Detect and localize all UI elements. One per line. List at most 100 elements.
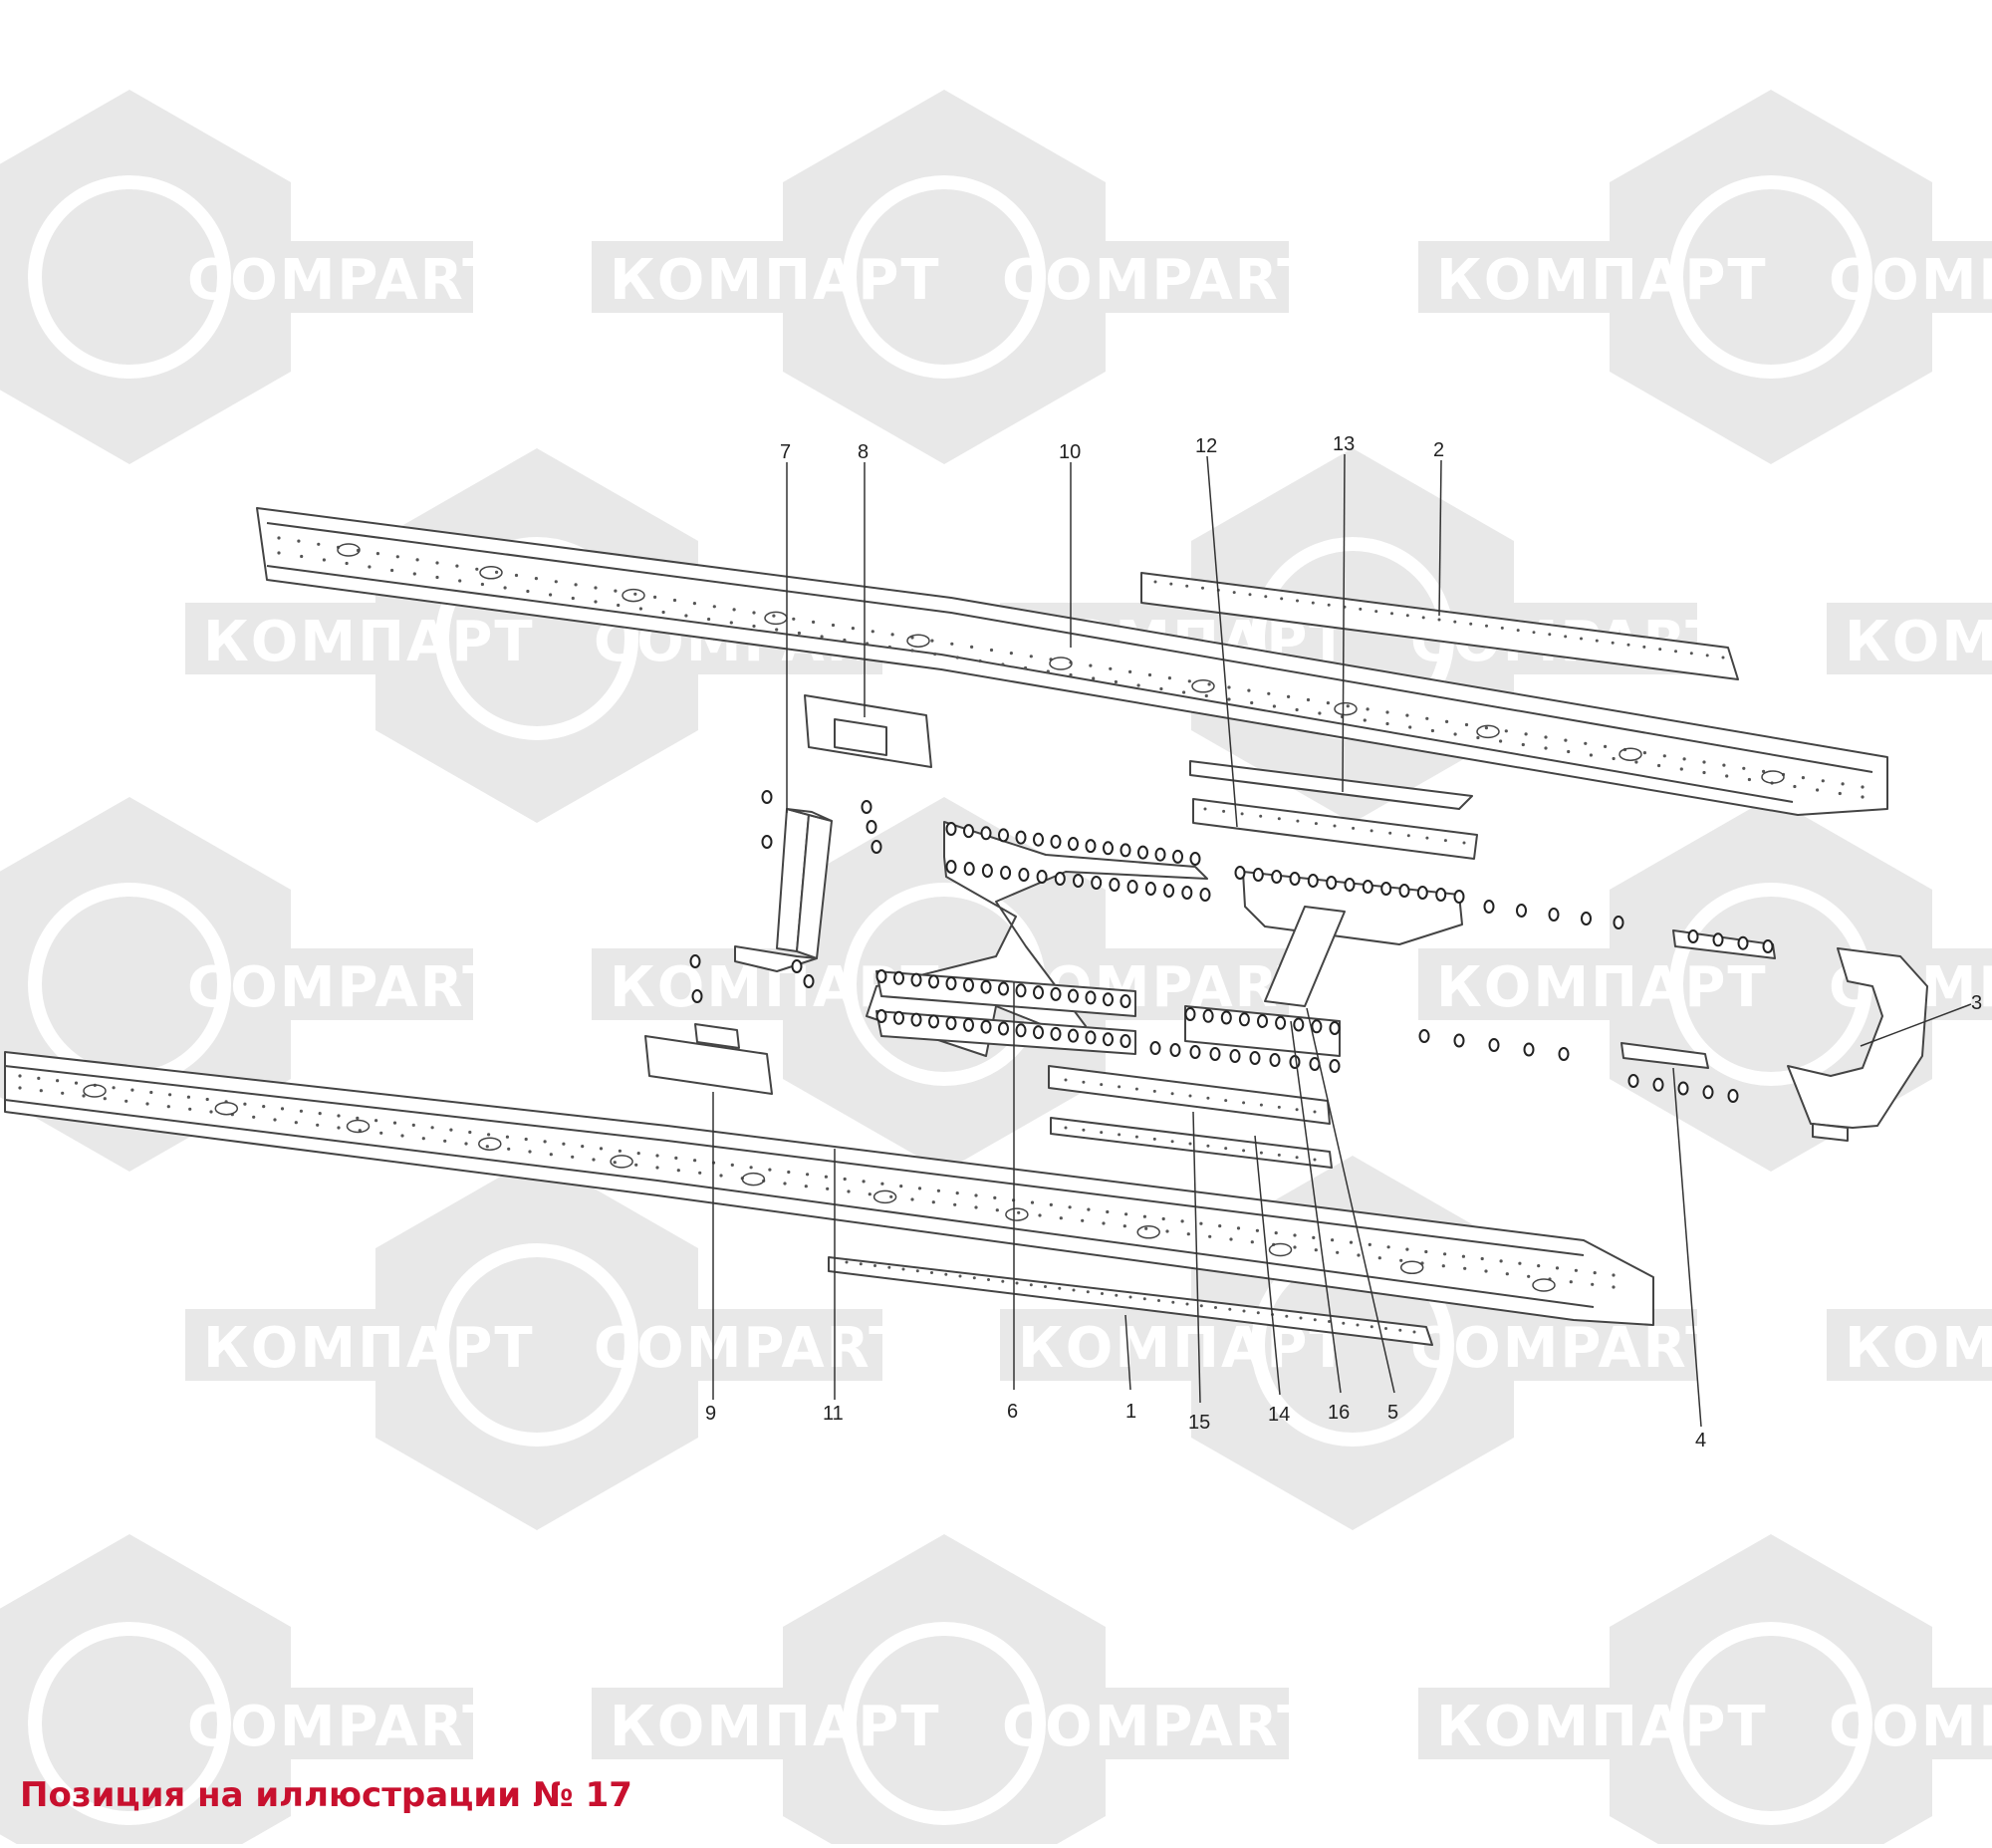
bolt-nut — [875, 1009, 887, 1023]
rivet-hole — [1505, 1272, 1509, 1276]
rivet-hole — [1199, 1304, 1203, 1308]
rivet-hole — [1425, 836, 1429, 840]
rivet-hole — [1548, 633, 1552, 637]
rivet-hole — [1555, 1266, 1560, 1270]
rivet-hole — [458, 579, 462, 583]
rivet-hole — [149, 1090, 153, 1095]
rivet-hole — [435, 561, 439, 565]
rivet-hole — [1256, 1311, 1260, 1315]
bolt-nut — [1380, 882, 1392, 896]
bolt-nut — [871, 840, 882, 854]
rivet-hole — [958, 1274, 962, 1278]
oval-cutout — [214, 1101, 239, 1116]
rivet-hole — [1342, 1321, 1346, 1325]
rivet-hole — [1430, 728, 1434, 733]
rivet-hole — [1437, 618, 1441, 622]
rivet-hole — [1134, 1135, 1138, 1139]
rivet-hole — [775, 628, 779, 632]
rivet-hole — [18, 1086, 22, 1090]
rivet-hole — [862, 1180, 866, 1184]
rivet-hole — [1015, 1281, 1019, 1285]
watermark-banner — [1827, 603, 1992, 674]
bolt-nut — [1033, 985, 1044, 1000]
bolt-nut — [1362, 880, 1373, 894]
bolt-nut — [1271, 870, 1283, 884]
rivet-hole — [1527, 1274, 1531, 1278]
rivet-hole — [297, 539, 301, 543]
rivet-hole — [1593, 1271, 1597, 1275]
rivet-hole — [103, 1097, 107, 1101]
rivet-hole — [1295, 1108, 1299, 1112]
callout-6: 6 — [1007, 1401, 1018, 1423]
rivet-hole — [1385, 710, 1389, 714]
bolt-nut — [980, 826, 992, 841]
rivet-hole — [1453, 732, 1457, 736]
bolt-nut — [1085, 1030, 1097, 1045]
rivet-hole — [797, 631, 802, 636]
rivet-hole — [37, 1076, 41, 1080]
rivet-hole — [430, 1126, 434, 1130]
rivet-hole — [859, 1262, 863, 1266]
bolt-nut — [1687, 929, 1699, 943]
rivet-hole — [1314, 1248, 1318, 1252]
rivet-hole — [1277, 1105, 1281, 1109]
rivet-hole — [845, 1260, 849, 1264]
rivet-hole — [186, 1095, 190, 1099]
rivet-hole — [1612, 756, 1616, 761]
callout-7: 7 — [780, 441, 791, 463]
rivet-hole — [1295, 707, 1299, 712]
rivet-hole — [1679, 767, 1683, 771]
oval-cutout — [479, 566, 503, 580]
watermark-text: КОМПАРТ — [610, 1695, 941, 1759]
rivet-hole — [562, 1142, 566, 1146]
rivet-hole — [752, 624, 756, 629]
bolt-nut — [1202, 1008, 1214, 1023]
bolt-nut — [1050, 834, 1062, 849]
bolt-nut — [963, 1017, 974, 1032]
rivet-hole — [1295, 1156, 1299, 1160]
rivet-hole — [1227, 697, 1231, 701]
bolt-nut — [761, 790, 773, 804]
rivet-hole — [1328, 1320, 1331, 1323]
oval-cutout — [1191, 679, 1215, 693]
rivet-hole — [1030, 1200, 1035, 1204]
rivet-hole — [1185, 584, 1189, 588]
bolt-nut — [875, 969, 887, 983]
oval-cutout — [337, 543, 361, 557]
rivet-hole — [1405, 614, 1409, 618]
rivet-hole — [1634, 760, 1638, 764]
rivet-hole — [1009, 652, 1014, 656]
rivet-hole — [455, 564, 459, 568]
rivet-hole — [1170, 1140, 1174, 1144]
bolt-nut — [928, 1014, 939, 1029]
bolt-nut — [1488, 1038, 1500, 1052]
bolt-nut — [1269, 1053, 1281, 1067]
rivet-hole — [1059, 1216, 1063, 1220]
rivet-hole — [1314, 822, 1318, 826]
oval-cutout — [906, 634, 930, 648]
rivet-hole — [1207, 682, 1211, 686]
bolt-nut — [1329, 1059, 1341, 1073]
rivet-hole — [1384, 1327, 1387, 1330]
rivet-hole — [1425, 716, 1429, 720]
bolt-nut — [1109, 878, 1120, 892]
bolt-nut — [1068, 837, 1079, 851]
rivet-hole — [487, 1133, 491, 1137]
rivet-hole — [1277, 817, 1281, 821]
rivet-hole — [917, 1187, 922, 1190]
side-member-upper — [256, 507, 1888, 816]
bolt-nut — [945, 822, 957, 836]
rivet-hole — [1385, 721, 1389, 726]
rivet-hole — [1445, 719, 1449, 724]
rivet-hole — [1208, 1234, 1212, 1238]
bolt-nut — [1126, 880, 1138, 894]
watermark-text: COMPART — [187, 248, 502, 313]
rivet-hole — [1412, 1330, 1416, 1334]
bolt-nut — [1229, 1049, 1241, 1063]
callout-16: 16 — [1328, 1402, 1350, 1424]
callout-8: 8 — [858, 441, 869, 463]
rivet-hole — [549, 593, 553, 597]
bolt-nut — [1627, 1074, 1639, 1088]
bolt-nut — [1613, 916, 1624, 929]
